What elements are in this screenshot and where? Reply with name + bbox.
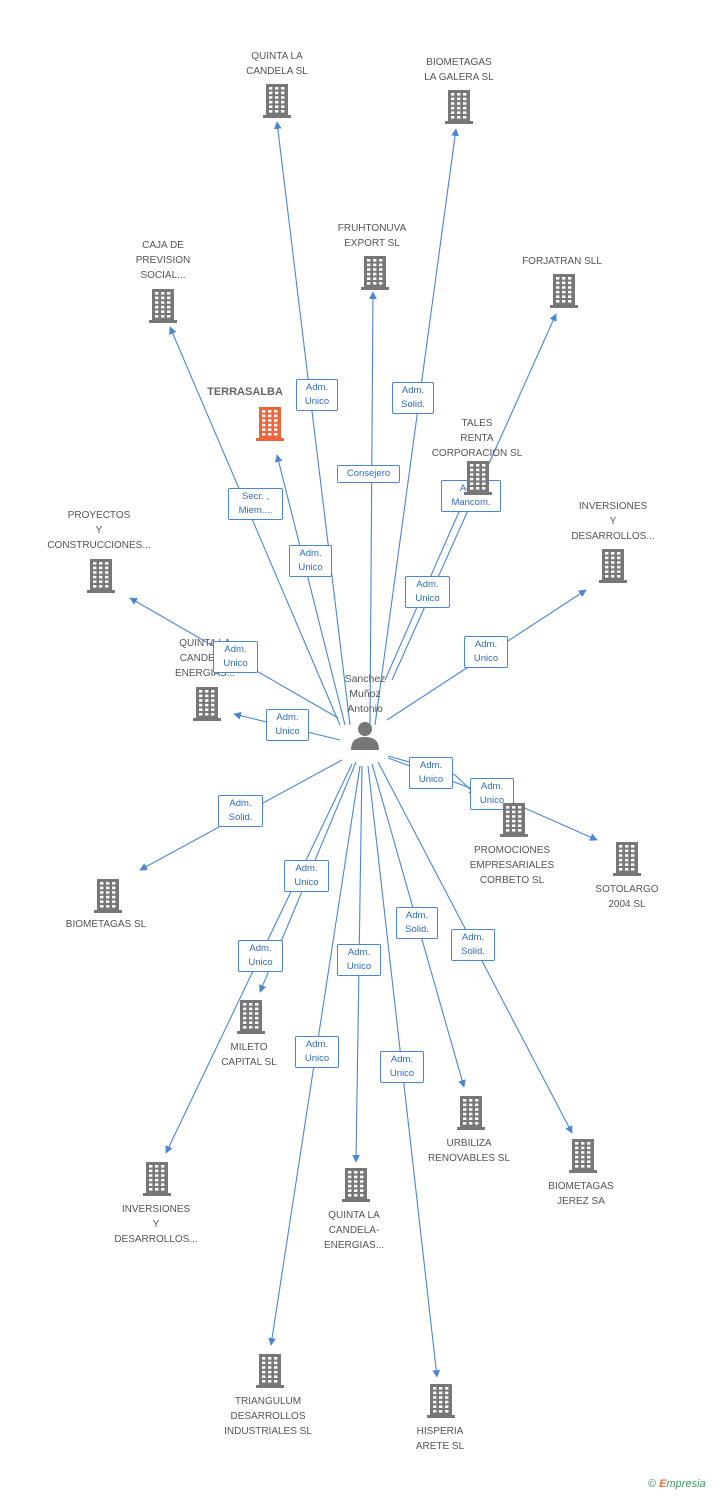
relation-label-inversiones-left[interactable]: Adm. Unico (238, 940, 283, 972)
person-node[interactable]: Sanchez Muñoz Antonio (325, 672, 405, 751)
building-icon (87, 559, 115, 598)
company-label: QUINTA LA CANDELA SL (246, 51, 308, 77)
company-label: PROYECTOS Y CONSTRUCCIONES... (47, 510, 151, 551)
building-icon (599, 549, 627, 588)
relation-label-caja-prevision[interactable]: Secr. , Miem.... (228, 488, 283, 520)
relation-label-biometagas[interactable]: Adm. Solid. (218, 795, 263, 827)
company-label: TERRASALBA (207, 386, 283, 398)
relation-label-quinta-energias-bottom[interactable]: Adm. Unico (337, 944, 381, 976)
company-label: QUINTA LA CANDELA- ENERGIAS... (323, 1210, 384, 1251)
company-node-biometagas[interactable]: BIOMETAGAS SL (26, 917, 186, 932)
copyright-symbol: © (648, 1478, 657, 1490)
building-icon (193, 687, 221, 726)
company-label: BIOMETAGAS JEREZ SA (548, 1181, 614, 1207)
building-icon (613, 842, 641, 881)
company-node-terrasalba[interactable]: TERRASALBA (165, 385, 325, 400)
company-label: FRUHTONUVA EXPORT SL (337, 223, 407, 249)
company-node-tales-renta[interactable]: TALES RENTA CORPORACION SL (397, 416, 557, 461)
relation-label-inversiones-right[interactable]: Adm. Unico (464, 636, 508, 668)
relation-label-tales-renta[interactable]: Adm. Unico (405, 576, 450, 608)
relation-label-biometagas-galera[interactable]: Adm. Solid. (392, 382, 434, 414)
edge-quinta-candela-top (274, 121, 351, 726)
building-icon (427, 1384, 455, 1423)
company-node-quinta-candela-top[interactable]: QUINTA LA CANDELA SL (197, 49, 357, 79)
company-node-fruhtonuva[interactable]: FRUHTONUVA EXPORT SL (292, 221, 452, 251)
empresia-watermark: © Empresia (648, 1478, 706, 1490)
company-node-hisperia[interactable]: HISPERIA ARETE SL (360, 1424, 520, 1454)
building-icon (500, 803, 528, 842)
edge-terrasalba (274, 454, 346, 726)
building-icon (143, 1162, 171, 1201)
relation-label-promociones[interactable]: Adm. Unico (409, 757, 453, 789)
building-icon (569, 1139, 597, 1178)
company-label: INVERSIONES Y DESARROLLOS... (114, 1204, 198, 1245)
company-label: CAJA DE PREVISION SOCIAL... (135, 240, 191, 281)
company-node-sotolargo[interactable]: SOTOLARGO 2004 SL (547, 882, 707, 912)
company-label: PROMOCIONES EMPRESARIALES CORBETO SL (469, 845, 555, 886)
edge-fruhtonuva (369, 291, 377, 726)
building-icon (149, 289, 177, 328)
company-node-promociones[interactable]: PROMOCIONES EMPRESARIALES CORBETO SL (432, 843, 592, 888)
building-icon (237, 1000, 265, 1039)
relation-label-mileto[interactable]: Adm. Unico (284, 860, 329, 892)
company-node-mileto[interactable]: MILETO CAPITAL SL (169, 1040, 329, 1070)
company-node-inversiones-right[interactable]: INVERSIONES Y DESARROLLOS... (533, 499, 693, 544)
building-icon (445, 90, 473, 129)
company-label: TRIANGULUM DESARROLLOS INDUSTRIALES SL (224, 1396, 312, 1437)
company-node-proyectos[interactable]: PROYECTOS Y CONSTRUCCIONES... (19, 508, 179, 553)
relation-label-biometagas-jerez[interactable]: Adm. Solid. (451, 929, 495, 961)
company-node-quinta-energias-bottom[interactable]: QUINTA LA CANDELA- ENERGIAS... (274, 1208, 434, 1253)
company-label: URBILIZA RENOVABLES SL (427, 1138, 511, 1164)
relation-label-sotolargo[interactable]: Adm. Unico (470, 778, 514, 810)
relation-label-triangulum[interactable]: Adm. Unico (295, 1036, 339, 1068)
company-label: TALES RENTA CORPORACION SL (431, 418, 523, 459)
edge-caja-prevision (169, 326, 341, 726)
company-node-caja-prevision[interactable]: CAJA DE PREVISION SOCIAL... (83, 238, 243, 283)
building-icon (256, 1354, 284, 1393)
company-label: SOTOLARGO 2004 SL (595, 884, 659, 910)
building-icon (361, 256, 389, 295)
relation-label-fruhtonuva[interactable]: Consejero (337, 465, 400, 483)
edge-biometagas-galera (374, 128, 459, 726)
building-icon (550, 274, 578, 313)
relation-label-hisperia[interactable]: Adm. Unico (380, 1051, 424, 1083)
brand-rest: mpresia (666, 1478, 706, 1490)
person-icon (351, 722, 379, 750)
company-label: HISPERIA ARETE SL (415, 1426, 465, 1452)
building-icon (256, 407, 284, 446)
building-icon (263, 84, 291, 123)
building-icon (464, 461, 492, 500)
building-icon (342, 1168, 370, 1207)
building-icon (94, 879, 122, 918)
brand-e: E (659, 1478, 667, 1490)
company-label: INVERSIONES Y DESARROLLOS... (571, 501, 655, 542)
company-label: BIOMETAGAS SL (65, 919, 147, 930)
company-label: BIOMETAGAS LA GALERA SL (424, 57, 494, 83)
relation-label-quinta-energias-left[interactable]: Adm. Unico (266, 709, 309, 741)
company-label: FORJATRAN SLL (522, 256, 602, 267)
relation-label-urbiliza[interactable]: Adm. Solid. (396, 907, 438, 939)
company-node-triangulum[interactable]: TRIANGULUM DESARROLLOS INDUSTRIALES SL (188, 1394, 348, 1439)
building-icon (457, 1096, 485, 1135)
company-node-inversiones-left[interactable]: INVERSIONES Y DESARROLLOS... (76, 1202, 236, 1247)
company-node-urbiliza[interactable]: URBILIZA RENOVABLES SL (389, 1136, 549, 1166)
company-node-forjatran[interactable]: FORJATRAN SLL (482, 254, 642, 269)
company-node-biometagas-jerez[interactable]: BIOMETAGAS JEREZ SA (501, 1179, 661, 1209)
relation-label-proyectos[interactable]: Adm. Unico (213, 641, 258, 673)
company-node-biometagas-galera[interactable]: BIOMETAGAS LA GALERA SL (379, 55, 539, 85)
relation-label-terrasalba[interactable]: Adm. Unico (289, 545, 332, 577)
company-label: MILETO CAPITAL SL (221, 1042, 277, 1068)
person-name: Sanchez Muñoz Antonio (344, 673, 386, 715)
company-node-quinta-energias-left[interactable]: QUINTA LA CANDELA- ENERGIAS... (125, 636, 285, 681)
relation-label-quinta-candela-top[interactable]: Adm. Unico (296, 379, 338, 411)
company-label: QUINTA LA CANDELA- ENERGIAS... (174, 638, 235, 679)
